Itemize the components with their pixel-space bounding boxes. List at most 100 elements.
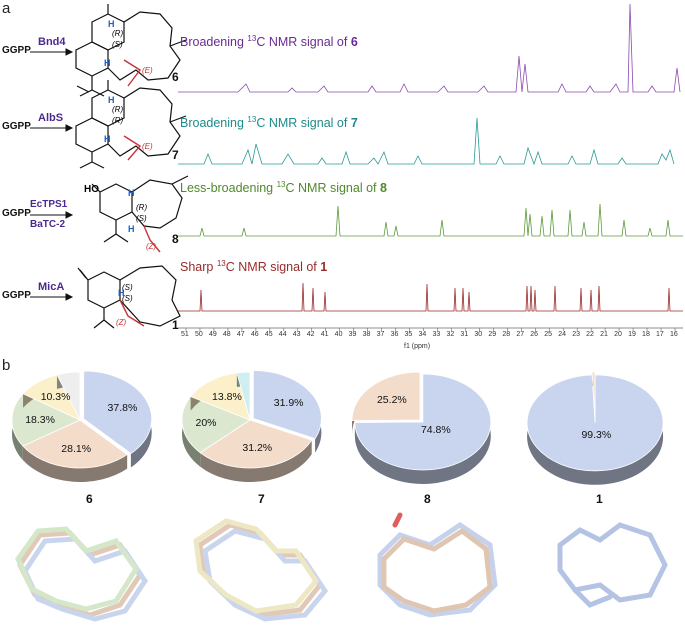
ppm-tick-label: 18: [642, 331, 650, 338]
ppm-tick-label: 28: [502, 331, 511, 338]
stereo-8-a: (R): [136, 203, 148, 212]
ppm-tick-label: 26: [530, 331, 539, 338]
panel-a-letter: a: [2, 0, 11, 17]
pie-slice: [22, 419, 128, 469]
ppm-tick-label: 17: [656, 331, 664, 338]
pie-slice: [11, 393, 81, 447]
enzyme-albs: AlbS: [38, 112, 64, 124]
ppm-tick-label: 33: [432, 331, 441, 338]
ppm-tick-label: 27: [516, 331, 525, 338]
stereo-7-b: (R): [112, 116, 124, 125]
pie-slice: [56, 371, 81, 421]
nmr-spectra: [178, 3, 683, 331]
pie-slice-side: [22, 445, 128, 482]
pie-slice-label: 31.2%: [242, 442, 273, 455]
compound-number-6: 6: [172, 70, 179, 84]
stereo-1-c: (Z): [116, 318, 127, 327]
enzyme-mica: MicA: [38, 281, 65, 293]
stereo-1-b: (S): [122, 294, 133, 303]
pie-slice-label: 18.3%: [25, 413, 55, 426]
conformer-pie-charts: [11, 370, 664, 485]
pie-slice-label: 13.8%: [212, 390, 242, 403]
ppm-tick-label: 22: [586, 331, 594, 338]
ppm-tick-label: 23: [572, 331, 580, 338]
pie-slice: [351, 371, 421, 422]
molecule-6-structure: [75, 4, 187, 97]
conformer-overlay-7: [193, 518, 329, 622]
pie-slice: [199, 419, 313, 469]
stereo-7-a: (R): [112, 105, 124, 114]
pie-slice-label: 31.9%: [273, 396, 304, 409]
stereo-6-c: (E): [142, 66, 153, 75]
conformer-overlay-8: [377, 512, 498, 618]
stereo-6-b: (S): [112, 40, 123, 49]
ppm-tick-label: 16: [670, 331, 678, 338]
ppm-tick-label: 21: [600, 331, 608, 338]
ppm-tick-label: 37: [376, 331, 385, 338]
enzyme-ectps1: EcTPS1: [30, 199, 68, 210]
panel-b-letter: b: [2, 357, 11, 374]
compound-number-7: 7: [172, 148, 179, 162]
ppm-tick-label: 31: [460, 331, 469, 338]
compound-number-8: 8: [172, 232, 179, 246]
stereo-1-a: (S): [122, 283, 133, 292]
pie-slice-label: 10.3%: [40, 391, 71, 404]
svg-text:H: H: [118, 288, 125, 298]
ppm-tick-label: 48: [222, 331, 231, 338]
pie-slice-label: 28.1%: [61, 442, 92, 455]
ppm-tick-label: 36: [390, 331, 399, 338]
svg-text:H: H: [104, 58, 111, 68]
pie-slice-label: 20%: [195, 417, 217, 430]
ppm-tick-label: 25: [544, 331, 553, 338]
ppm-tick-label: 40: [334, 331, 343, 338]
conformer-compound-7: 7: [258, 492, 265, 506]
ppm-tick-label: 35: [404, 331, 413, 338]
ppm-tick-label: 30: [474, 331, 483, 338]
ppm-tick-label: 44: [278, 331, 287, 338]
pie-slice-label: 25.2%: [376, 393, 407, 406]
substrate-label-6: GGPP: [2, 45, 31, 56]
svg-text:H: H: [128, 224, 135, 234]
hydroxyl-label: HO: [84, 184, 99, 195]
ppm-tick-label: 46: [250, 331, 259, 338]
pie-slice: [236, 371, 251, 421]
pie-slice: [526, 374, 664, 472]
ppm-tick-label: 29: [488, 331, 497, 338]
conformer-overlays: [15, 512, 668, 622]
ppm-tick-label: 20: [614, 331, 622, 338]
nmr-label-7: Broadening 13C NMR signal of 7: [180, 115, 358, 131]
enzyme-bnd4: Bnd4: [38, 36, 66, 48]
ppm-tick-label: 43: [292, 331, 301, 338]
nmr-label-1: Sharp 13C NMR signal of 1: [180, 259, 328, 275]
ppm-tick-label: 42: [306, 331, 315, 338]
molecule-7-structure: [75, 80, 187, 169]
svg-text:H: H: [108, 19, 115, 29]
pie-slice-label: 37.8%: [107, 402, 138, 415]
ppm-tick-label: 41: [320, 331, 329, 338]
conformer-compound-8: 8: [424, 492, 431, 506]
nmr-label-6: Broadening 13C NMR signal of 6: [180, 34, 358, 50]
spectrum-8: [178, 203, 683, 237]
nmr-label-8: Less-broadening 13C NMR signal of 8: [180, 180, 387, 196]
pie-slice: [354, 373, 492, 471]
ppm-tick-label: 38: [362, 331, 371, 338]
molecule-8-structure: [91, 175, 189, 243]
stereo-6-a: (R): [112, 29, 124, 38]
ppm-tick-label: 19: [628, 331, 636, 338]
panel-a-schemes: H H H H H H H: [30, 4, 189, 329]
pie-percent-labels: 37.8%28.1%18.3%10.3%31.9%31.2%20%13.8%74…: [0, 360, 685, 630]
pie-slice: [591, 371, 596, 421]
ppm-tick-label: 51: [181, 331, 189, 338]
conformer-compound-6: 6: [86, 492, 93, 506]
conformer-compound-1: 1: [596, 492, 603, 506]
substrate-label-7: GGPP: [2, 121, 31, 132]
substrate-label-1: GGPP: [2, 290, 31, 301]
ppm-axis-label: f1 (ppm): [404, 343, 431, 350]
pie-slice: [83, 370, 153, 455]
stereo-8-c: (Z): [146, 242, 157, 251]
stereo-7-c: (E): [142, 142, 153, 151]
ppm-tick-label: 34: [418, 331, 427, 338]
pie-slice: [252, 370, 322, 440]
enzyme-batc2: BaTC-2: [30, 219, 66, 230]
